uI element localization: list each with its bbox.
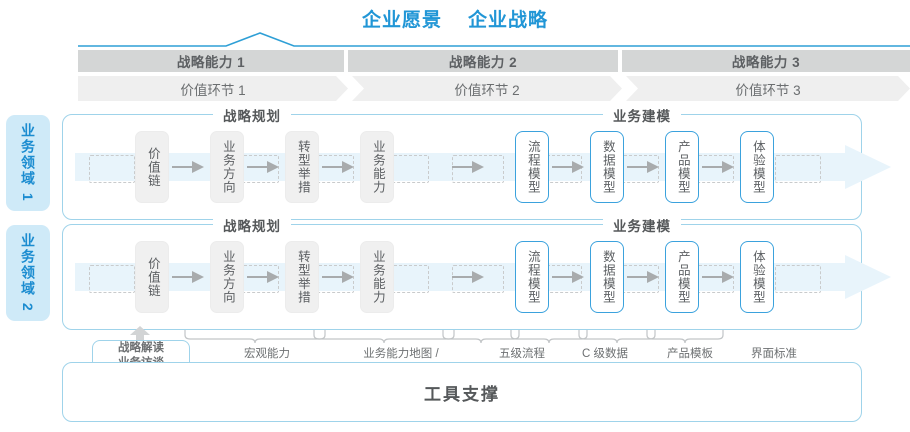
- capability-bar-2: 战略能力 2: [348, 50, 618, 72]
- step-box-1-row2[interactable]: 价值链: [135, 241, 169, 313]
- step-box-6-row2[interactable]: 数据模型: [590, 241, 624, 313]
- enterprise-strategy-title: 企业战略: [468, 9, 549, 31]
- value-chain-3-label: 价值环节 3: [735, 82, 801, 98]
- note-ui-standard: 界面标准: [724, 347, 824, 363]
- step-box-5-row1[interactable]: 流程模型: [515, 131, 549, 203]
- group-label-strategy-planning-2: 战略规划: [213, 215, 291, 235]
- tool-support-panel: 工具支撑: [62, 362, 862, 422]
- step-box-1-row1[interactable]: 价值链: [135, 131, 169, 203]
- step-arrow-icon: [247, 160, 279, 174]
- value-chain-1-label: 价值环节 1: [180, 82, 246, 98]
- step-box-3-row1[interactable]: 转型举措: [285, 131, 319, 203]
- note-braces: [184, 330, 724, 344]
- value-chain-up-arrow: [130, 326, 150, 344]
- vision-connector-line: [78, 32, 910, 47]
- step-arrow-icon: [452, 160, 484, 174]
- capability-bar-3: 战略能力 3: [622, 50, 910, 72]
- step-box-7-row2[interactable]: 产品模型: [665, 241, 699, 313]
- step-box-3-row2[interactable]: 转型举措: [285, 241, 319, 313]
- step-box-6-row1[interactable]: 数据模型: [590, 131, 624, 203]
- step-connector-dash: [775, 155, 821, 183]
- step-arrow-icon: [702, 270, 734, 284]
- value-chain-2: 价值环节 2: [352, 76, 622, 101]
- note-product-template: 产品模板: [640, 347, 740, 363]
- step-connector-dash: [452, 155, 504, 183]
- group-label-business-modeling-1: 业务建模: [603, 105, 681, 125]
- vision-strategy-header: 企业愿景 企业战略: [0, 4, 910, 32]
- step-box-4-row1[interactable]: 业务能力: [360, 131, 394, 203]
- strategic-capability-bars: 战略能力 1 战略能力 2 战略能力 3: [78, 50, 910, 72]
- business-domain-tag-1: 业务领域 1: [6, 115, 50, 211]
- value-chain-1: 价值环节 1: [78, 76, 348, 101]
- group-label-business-modeling-2: 业务建模: [603, 215, 681, 235]
- note-ui-standard-label: 界面标准: [751, 348, 797, 360]
- enterprise-vision-title: 企业愿景: [361, 9, 442, 31]
- value-chain-bars: 价值环节 1 价值环节 2 价值环节 3: [78, 76, 910, 101]
- step-arrow-icon: [452, 270, 484, 284]
- step-box-4-row2[interactable]: 业务能力: [360, 241, 394, 313]
- note-product-template-label: 产品模板: [667, 348, 713, 360]
- step-box-7-row1[interactable]: 产品模型: [665, 131, 699, 203]
- step-box-5-row2[interactable]: 流程模型: [515, 241, 549, 313]
- domain-row-panel-1: 战略规划 业务建模 价值链 业务方向 转型举措 业务能力 流程模型 数据模型 产品模型 体验模…: [62, 105, 891, 220]
- step-box-2-row2[interactable]: 业务方向: [210, 241, 244, 313]
- step-connector-dash: [89, 265, 135, 293]
- value-chain-3: 价值环节 3: [626, 76, 910, 101]
- step-arrow-icon: [627, 160, 659, 174]
- step-arrow-icon: [702, 160, 734, 174]
- step-arrow-icon: [627, 270, 659, 284]
- step-arrow-icon: [247, 270, 279, 284]
- step-arrow-icon: [322, 270, 354, 284]
- step-arrow-icon: [322, 160, 354, 174]
- business-domain-tag-2: 业务领域 2: [6, 225, 50, 321]
- step-arrow-icon: [552, 160, 584, 174]
- step-arrow-icon: [552, 270, 584, 284]
- step-box-8-row2[interactable]: 体验模型: [740, 241, 774, 313]
- value-chain-2-label: 价值环节 2: [454, 82, 520, 98]
- tool-support-label: 工具支撑: [424, 384, 500, 404]
- step-arrow-icon: [172, 160, 204, 174]
- group-label-strategy-planning-1: 战略规划: [213, 105, 291, 125]
- capability-bar-1: 战略能力 1: [78, 50, 344, 72]
- step-connector-dash: [89, 155, 135, 183]
- step-connector-dash: [452, 265, 504, 293]
- domain-row-panel-2: 战略规划 业务建模 价值链 业务方向 转型举措 业务能力 流程模型 数据模型 产品模型 体验模…: [62, 215, 891, 330]
- step-box-2-row1[interactable]: 业务方向: [210, 131, 244, 203]
- step-arrow-icon: [172, 270, 204, 284]
- step-connector-dash: [775, 265, 821, 293]
- step-box-8-row1[interactable]: 体验模型: [740, 131, 774, 203]
